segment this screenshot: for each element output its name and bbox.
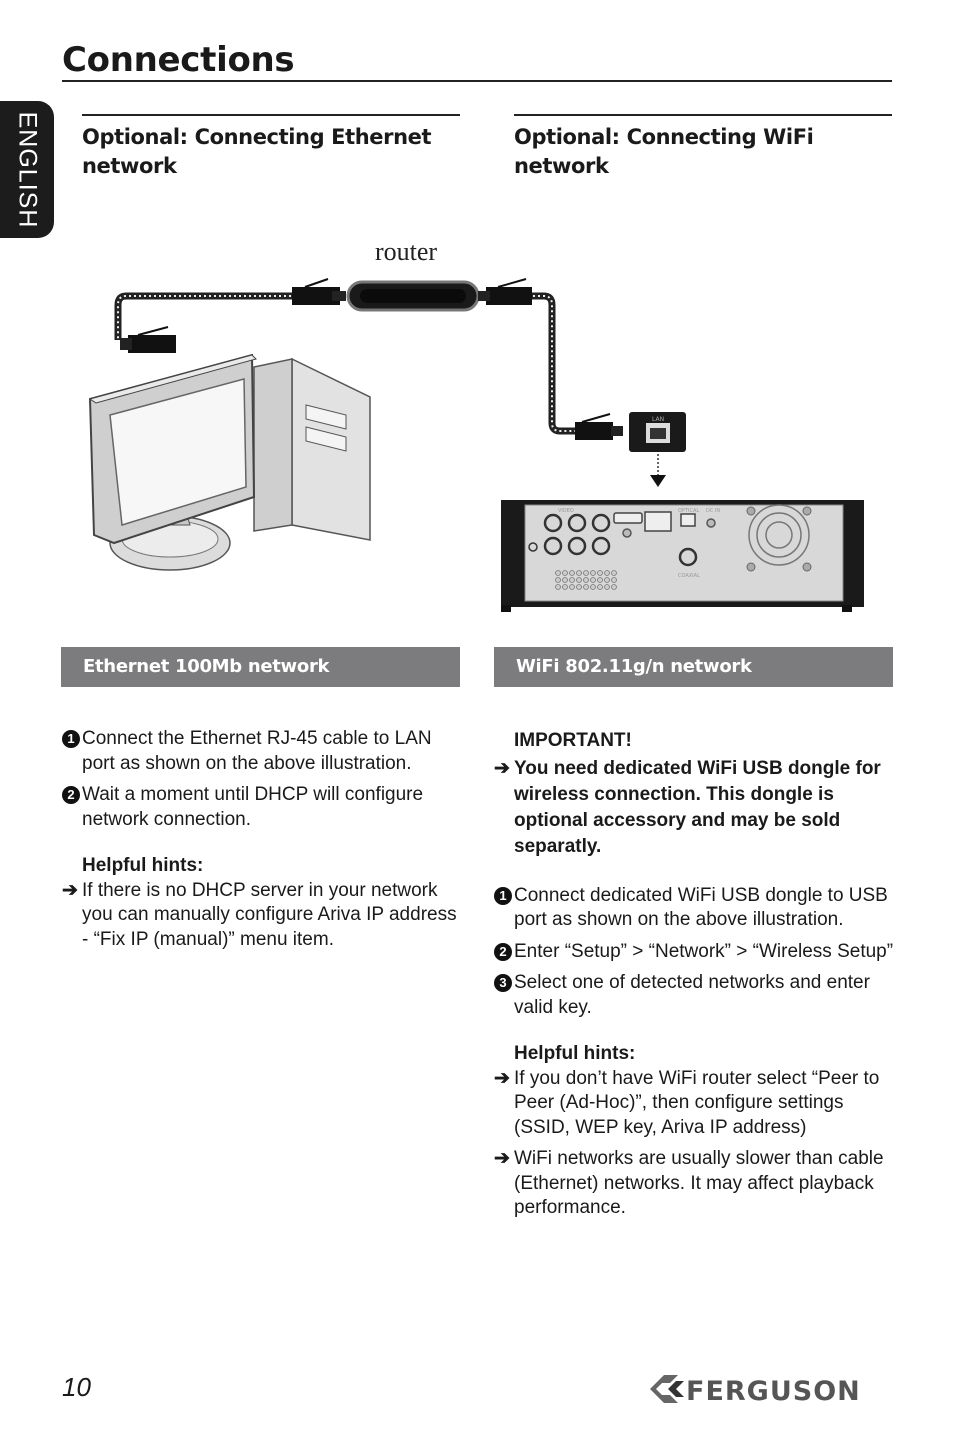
list-item: 1 Connect the Ethernet RJ-45 cable to LA… xyxy=(62,727,462,776)
step-text: Connect dedicated WiFi USB dongle to USB… xyxy=(514,884,888,931)
title-rule xyxy=(62,80,892,82)
ethernet-network-bar: Ethernet 100Mb network xyxy=(61,647,460,687)
list-item: 2 Enter “Setup” > “Network” > “Wireless … xyxy=(494,940,894,965)
list-item: ➔ If there is no DHCP server in your net… xyxy=(62,879,462,953)
step-text: Wait a moment until DHCP will configure … xyxy=(82,784,424,830)
dc-in-label: DC IN xyxy=(706,508,720,514)
right-section-heading: Optional: Connecting WiFi network xyxy=(514,125,814,178)
coaxial-label: COAXIAL xyxy=(678,573,700,579)
important-title: IMPORTANT! xyxy=(514,730,632,751)
ethernet-instructions: 1 Connect the Ethernet RJ-45 cable to LA… xyxy=(62,727,462,959)
list-item: ➔ WiFi networks are usually slower than … xyxy=(494,1147,894,1221)
list-item: ➔ If you don’t have WiFi router select “… xyxy=(494,1067,894,1141)
step-marker: 2 xyxy=(62,786,80,804)
left-section-heading: Optional: Connecting Ethernet network xyxy=(82,125,432,178)
list-item: 3 Select one of detected networks and en… xyxy=(494,971,894,1020)
lan-port-label: LAN xyxy=(652,416,664,423)
step-marker: 1 xyxy=(62,730,80,748)
optical-label: OPTICAL xyxy=(678,508,699,514)
lan-port-callout: LAN xyxy=(629,412,686,487)
wifi-network-bar: WiFi 802.11g/n network xyxy=(494,647,893,687)
router-label: router xyxy=(375,237,437,266)
rj45-plug-computer xyxy=(120,326,176,353)
hint-text: If there is no DHCP server in your netwo… xyxy=(82,879,457,950)
step-marker: 3 xyxy=(494,974,512,992)
list-item: 2 Wait a moment until DHCP will configur… xyxy=(62,783,462,832)
connection-diagram: router LAN xyxy=(88,237,864,612)
important-text: You need dedicated WiFi USB dongle for w… xyxy=(514,757,881,857)
rj45-plug-router-right xyxy=(478,278,532,305)
language-tab: ENGLISH xyxy=(0,101,54,238)
step-marker: 1 xyxy=(494,886,512,905)
right-section-rule xyxy=(514,114,892,116)
list-item: 1 Connect dedicated WiFi USB dongle to U… xyxy=(494,884,894,933)
brand-wordmark: FERGUSON xyxy=(686,1376,861,1406)
rj45-plug-router-left xyxy=(292,278,346,305)
step-marker: 2 xyxy=(494,942,512,961)
arrow-icon: ➔ xyxy=(494,757,510,779)
rj45-plug-player xyxy=(575,413,623,440)
arrow-icon: ➔ xyxy=(494,1067,510,1089)
left-section-rule xyxy=(82,114,460,116)
helpful-hints-title: Helpful hints: xyxy=(82,855,204,876)
important-note: ➔ You need dedicated WiFi USB dongle for… xyxy=(494,756,894,860)
page-number: 10 xyxy=(62,1372,91,1402)
computer-illustration xyxy=(88,353,371,571)
step-text: Select one of detected networks and ente… xyxy=(514,972,870,1018)
hint-text: If you don’t have WiFi router select “Pe… xyxy=(514,1067,880,1138)
wifi-instructions: IMPORTANT! ➔ You need dedicated WiFi USB… xyxy=(494,729,894,1228)
ferguson-logo: FERGUSON xyxy=(648,1372,892,1411)
step-text: Enter “Setup” > “Network” > “Wireless Se… xyxy=(514,940,894,962)
helpful-hints-title: Helpful hints: xyxy=(514,1043,636,1064)
video-label: VIDEO xyxy=(558,508,574,514)
page-title: Connections xyxy=(62,40,295,80)
arrow-icon: ➔ xyxy=(62,879,78,901)
hint-text: WiFi networks are usually slower than ca… xyxy=(514,1148,884,1218)
media-player-rear-panel: VIDEO OPTICAL DC IN COAXIAL xyxy=(501,500,864,612)
language-tab-label: ENGLISH xyxy=(13,111,42,228)
arrow-icon: ➔ xyxy=(494,1148,510,1169)
ethernet-cable-right xyxy=(528,292,575,435)
step-text: Connect the Ethernet RJ-45 cable to LAN … xyxy=(82,728,432,774)
ferguson-logo-icon: FERGUSON xyxy=(650,1375,861,1407)
